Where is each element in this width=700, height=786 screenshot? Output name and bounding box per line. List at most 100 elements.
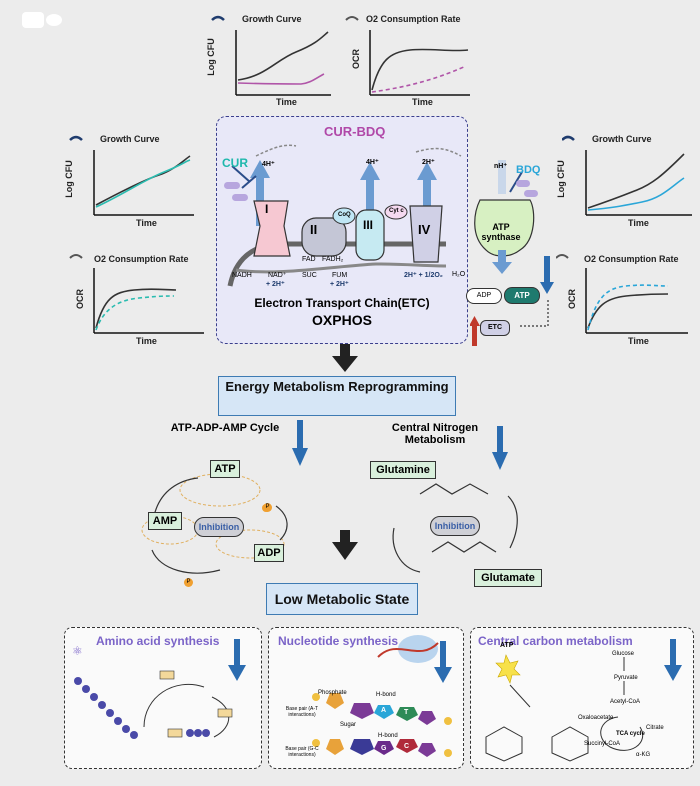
nitrogen-blue-arrow bbox=[492, 426, 508, 470]
cur-bdq-label: CUR-BDQ bbox=[324, 124, 386, 139]
top-ocr-title: O2 Consumption Rate bbox=[366, 14, 461, 24]
left-growth-chart: Growth Curve Log CFU Time bbox=[64, 130, 204, 230]
curve-treated bbox=[95, 295, 175, 331]
bacteria-icon bbox=[69, 254, 83, 259]
hbond-label-2: H-bond bbox=[378, 733, 398, 739]
akg-label: α-KG bbox=[636, 752, 651, 758]
fadh2-label: FADH₂ bbox=[322, 256, 344, 263]
curve-treated bbox=[371, 65, 467, 93]
top-growth-xlabel: Time bbox=[276, 97, 297, 107]
right-ocr-title: O2 Consumption Rate bbox=[584, 254, 679, 264]
top-growth-title: Growth Curve bbox=[242, 14, 302, 24]
nitrogen-title: Central Nitrogen Metabolism bbox=[391, 422, 479, 446]
bacteria-icon bbox=[69, 135, 83, 141]
top-ocr-chart-svg bbox=[345, 16, 470, 96]
left-growth-ylabel: Log CFU bbox=[63, 160, 74, 198]
bp-gc-label: Base pair (G-C interactions) bbox=[285, 746, 319, 758]
cycle-adp: ADP bbox=[254, 544, 284, 562]
cytc-shape bbox=[384, 204, 408, 220]
cycle-inhibition: Inhibition bbox=[194, 517, 244, 537]
cycle-p2: P bbox=[184, 578, 193, 587]
right-growth-title: Growth Curve bbox=[592, 134, 652, 144]
low-metabolic-banner: Low Metabolic State bbox=[266, 583, 418, 615]
nad-h-label: + 2H⁺ bbox=[266, 281, 285, 288]
atp-synthase-label: ATP synthase bbox=[481, 222, 521, 242]
coq-shape bbox=[332, 207, 356, 225]
left-growth-xlabel: Time bbox=[136, 218, 157, 228]
o2-label: 2H⁺ + 1/2O₂ bbox=[404, 272, 443, 279]
svg-text:⚛: ⚛ bbox=[72, 644, 83, 658]
curve-treated bbox=[587, 284, 669, 331]
complex-IV-shape bbox=[409, 205, 443, 263]
cycle-amp: AMP bbox=[148, 512, 182, 530]
left-growth-chart-svg bbox=[69, 135, 194, 216]
left-ocr-ylabel: OCR bbox=[75, 289, 85, 309]
cur-label: CUR bbox=[222, 156, 248, 170]
logo-icon-2 bbox=[46, 14, 62, 26]
complex-III-label: III bbox=[363, 218, 374, 232]
right-ocr-chart: O2 Consumption Rate OCR Time bbox=[555, 248, 698, 348]
right-growth-chart-svg bbox=[561, 135, 692, 216]
right-ocr-chart-svg bbox=[555, 254, 688, 334]
glutamine-label: Glutamine bbox=[370, 461, 436, 479]
energy-banner: Energy Metabolism Reprogramming bbox=[218, 376, 456, 416]
adp-node: ADP bbox=[466, 288, 502, 304]
fum-h-label: + 2H⁺ bbox=[330, 281, 349, 288]
base-g: G bbox=[381, 745, 387, 752]
h4-label-1: 4H⁺ bbox=[262, 161, 275, 168]
nitrogen-inhibition: Inhibition bbox=[430, 516, 480, 536]
cytc-label: Cyt c bbox=[389, 208, 404, 214]
cycle-atp: ATP bbox=[210, 460, 240, 478]
nadh-label: NADH bbox=[232, 272, 252, 279]
complex-III-shape bbox=[355, 209, 385, 261]
complex-I-label: I bbox=[265, 202, 269, 216]
curve-treated bbox=[237, 73, 325, 85]
curve-control bbox=[587, 153, 685, 209]
etc-small-node: ETC bbox=[480, 320, 510, 336]
hbond-label-1: H-bond bbox=[376, 692, 396, 698]
nad-label: NAD⁺ bbox=[268, 272, 287, 279]
succinyl-label: Succinyl-CoA bbox=[584, 741, 621, 747]
right-ocr-ylabel: OCR bbox=[567, 289, 577, 309]
top-growth-ylabel: Log CFU bbox=[205, 38, 216, 76]
complex-I-shape bbox=[253, 200, 291, 257]
atp-node: ATP bbox=[504, 287, 540, 304]
coq-label: CoQ bbox=[338, 212, 351, 218]
atp-star-label: ATP bbox=[500, 642, 514, 649]
complex-II-shape bbox=[301, 217, 347, 257]
curve-control bbox=[95, 288, 177, 329]
energy-banner-text: Energy Metabolism Reprogramming bbox=[225, 379, 449, 394]
complex-II-label: II bbox=[310, 222, 318, 237]
bp-at-label: Base pair (A-T interactions) bbox=[285, 706, 319, 718]
tca-label: TCA cycle bbox=[616, 731, 645, 737]
left-ocr-chart-svg bbox=[69, 254, 204, 334]
oxphos-title: OXPHOS bbox=[312, 312, 372, 328]
base-c: C bbox=[404, 743, 410, 750]
complex-IV-label: IV bbox=[418, 222, 431, 237]
etc-title: Electron Transport Chain(ETC) bbox=[254, 296, 430, 310]
fad-label: FAD bbox=[302, 256, 316, 263]
cycle-title: ATP-ADP-AMP Cycle bbox=[170, 422, 280, 434]
top-ocr-chart: O2 Consumption Rate OCR Time bbox=[340, 10, 480, 110]
carbon-title: Central carbon metabolism bbox=[478, 634, 633, 648]
top-growth-chart-svg bbox=[211, 15, 331, 96]
nh-label: nH⁺ bbox=[494, 163, 508, 170]
down-arrow-1 bbox=[332, 344, 358, 372]
bacteria-icon bbox=[555, 254, 569, 259]
citrate-label: Citrate bbox=[646, 725, 664, 731]
glutamate-label: Glutamate bbox=[474, 569, 542, 587]
nitrogen-diagram bbox=[392, 483, 518, 573]
cycle-blue-arrow bbox=[292, 420, 308, 466]
bacteria-icon bbox=[211, 15, 225, 21]
amino-title: Amino acid synthesis bbox=[96, 634, 220, 648]
base-a: A bbox=[381, 707, 387, 714]
nucleotide-diagram bbox=[312, 635, 452, 757]
nucleotide-title: Nucleotide synthesis bbox=[278, 634, 399, 648]
top-growth-chart: Growth Curve Log CFU Time bbox=[206, 10, 336, 110]
curve-control bbox=[237, 31, 329, 81]
h2o-label: H₂O bbox=[452, 271, 466, 278]
left-ocr-title: O2 Consumption Rate bbox=[94, 254, 189, 264]
right-growth-chart: Growth Curve Log CFU Time bbox=[556, 130, 697, 230]
right-ocr-xlabel: Time bbox=[628, 336, 649, 346]
down-arrow-2 bbox=[332, 530, 358, 560]
